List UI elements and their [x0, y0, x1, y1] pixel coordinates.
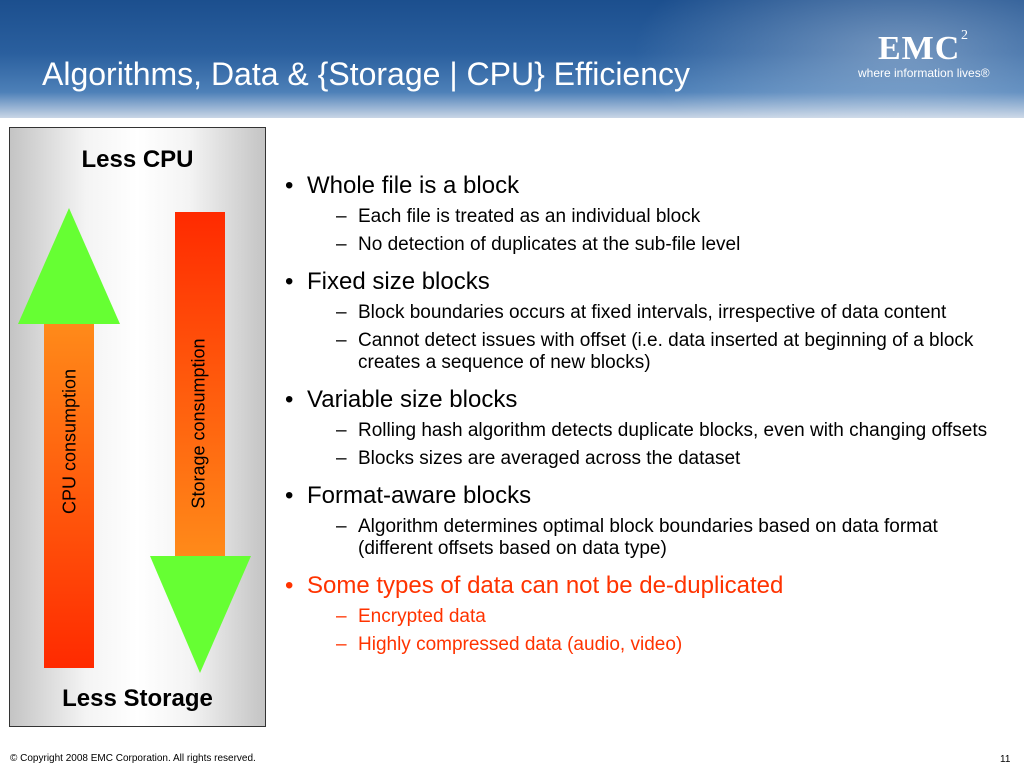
- sub-bullet-item: –Blocks sizes are averaged across the da…: [285, 448, 1005, 470]
- sub-bullet-text: No detection of duplicates at the sub-fi…: [358, 234, 741, 255]
- bullet-dot: •: [285, 268, 294, 295]
- sub-bullet-dash: –: [336, 234, 347, 255]
- bullet-text: Format-aware blocks: [307, 482, 532, 509]
- logo-name: EMC: [878, 30, 961, 67]
- sub-bullet-item: –Rolling hash algorithm detects duplicat…: [285, 420, 1005, 442]
- sub-bullet-item: –Each file is treated as an individual b…: [285, 206, 1005, 228]
- tradeoff-arrows: [18, 208, 251, 673]
- sub-bullet-text: Cannot detect issues with offset (i.e. d…: [358, 330, 974, 373]
- bullet-item: • Whole file is a block: [285, 172, 1005, 200]
- sub-bullet-text: Encrypted data: [358, 606, 486, 627]
- bullet-text: Whole file is a block: [307, 172, 520, 199]
- cpu-consumption-bar: [44, 318, 94, 668]
- storage-consumption-label: Storage consumption: [188, 338, 209, 509]
- sub-bullet-item: –Block boundaries occurs at fixed interv…: [285, 302, 1005, 324]
- storage-consumption-bar: [175, 212, 225, 562]
- less-cpu-label: Less CPU: [81, 146, 194, 173]
- sub-bullet-text: Blocks sizes are averaged across the dat…: [358, 448, 741, 469]
- sub-bullet-text: Block boundaries occurs at fixed interva…: [358, 302, 947, 323]
- less-storage-label: Less Storage: [62, 685, 213, 712]
- sub-bullet-item: –No detection of duplicates at the sub-f…: [285, 234, 1005, 256]
- sub-bullet-dash: –: [336, 634, 347, 655]
- header-glow: [0, 0, 1024, 118]
- logo-superscript: 2: [961, 28, 968, 43]
- page-number: 11: [1000, 754, 1011, 765]
- bullet-text: Fixed size blocks: [307, 268, 490, 295]
- bullet-item: • Variable size blocks: [285, 386, 1005, 414]
- sub-bullet-dash: –: [336, 448, 347, 469]
- bullet-list: •Whole file is a block –Each file is tre…: [285, 172, 1005, 656]
- sub-bullet-text: Each file is treated as an individual bl…: [358, 206, 701, 227]
- sub-bullet-item-highlight: –Encrypted data: [285, 606, 1005, 628]
- bullet-dot: •: [285, 572, 294, 599]
- bullet-text: Some types of data can not be de-duplica…: [307, 572, 784, 599]
- sub-bullet-text: Highly compressed data (audio, video): [358, 634, 683, 655]
- slide-header: Algorithms, Data & {Storage | CPU} Effic…: [0, 0, 1024, 118]
- sub-bullet-item: –Algorithm determines optimal block boun…: [285, 516, 1005, 560]
- sub-bullet-dash: –: [336, 206, 347, 227]
- bullet-dot: •: [285, 482, 294, 509]
- sub-bullet-dash: –: [336, 420, 347, 441]
- copyright-notice: © Copyright 2008 EMC Corporation. All ri…: [10, 753, 256, 764]
- sub-bullet-dash: –: [336, 516, 347, 537]
- bullet-dot: •: [285, 172, 294, 199]
- slide-title: Algorithms, Data & {Storage | CPU} Effic…: [42, 56, 691, 92]
- tradeoff-diagram: Less CPU CPU consumption Storage consump…: [9, 127, 266, 727]
- sub-bullet-item-highlight: –Highly compressed data (audio, video): [285, 634, 1005, 656]
- sub-bullet-dash: –: [336, 302, 347, 323]
- emc-logo: EMC 2 where information lives®: [840, 26, 990, 86]
- storage-arrow-down-icon: [150, 556, 251, 673]
- bullet-item: • Fixed size blocks: [285, 268, 1005, 296]
- bullet-dot: •: [285, 386, 294, 413]
- logo-tagline: where information lives®: [858, 66, 990, 80]
- cpu-consumption-label: CPU consumption: [59, 368, 80, 515]
- bullet-item: • Format-aware blocks: [285, 482, 1005, 510]
- cpu-arrow-up-icon: [18, 208, 120, 324]
- bullet-item-highlight: • Some types of data can not be de-duplic…: [285, 572, 1005, 600]
- sub-bullet-dash: –: [336, 606, 347, 627]
- sub-bullet-dash: –: [336, 330, 347, 351]
- sub-bullet-text: Algorithm determines optimal block bound…: [358, 516, 938, 559]
- sub-bullet-text: Rolling hash algorithm detects duplicate…: [358, 420, 988, 441]
- sub-bullet-item: –Cannot detect issues with offset (i.e. …: [285, 330, 1005, 374]
- bullet-text: Variable size blocks: [307, 386, 518, 413]
